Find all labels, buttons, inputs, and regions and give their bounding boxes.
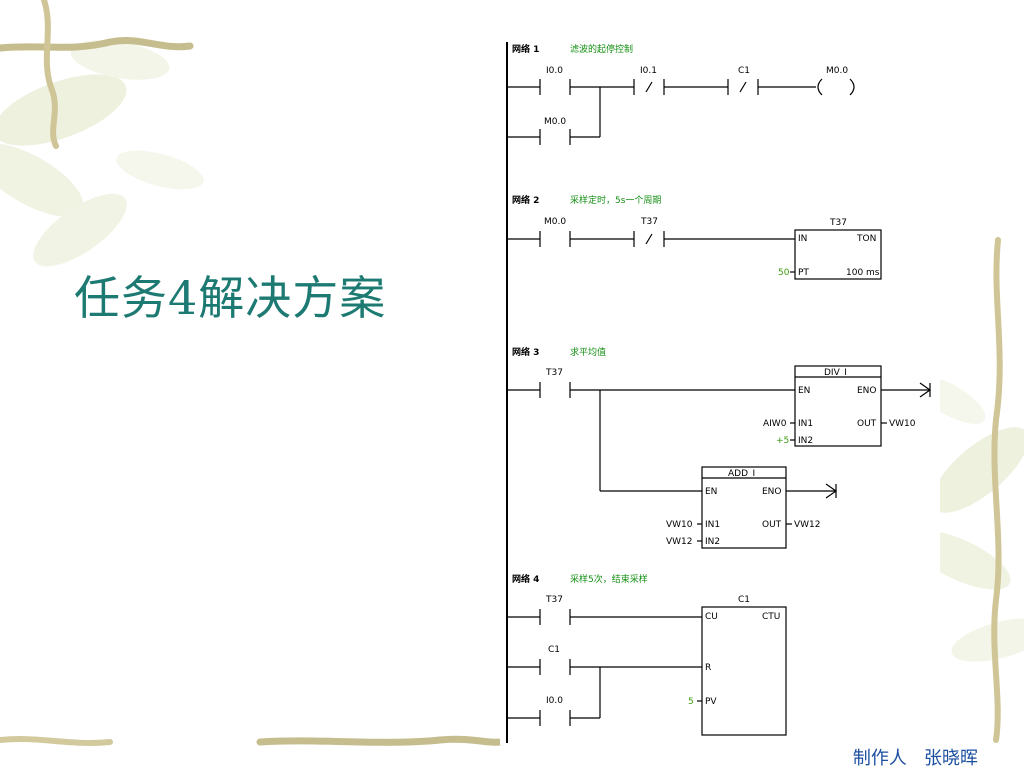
contact-I0.0-label: I0.0 (546, 66, 563, 76)
network-3-comment: 求平均值 (570, 346, 606, 358)
counter-pv-pin: PV (705, 697, 717, 707)
network-4-rung: T37 C1 CU CTU C1 R I0.0 PV 5 (507, 595, 787, 736)
contact-C1-nc (727, 79, 759, 95)
div-in2-value: +5 (776, 436, 789, 446)
add-out-value: VW12 (794, 520, 821, 530)
timer-pt-pin: PT (798, 268, 809, 278)
counter-box-name: C1 (738, 595, 750, 605)
contact-T37-n4 (539, 609, 571, 625)
contact-I0.1-nc (633, 79, 665, 95)
slide-title: 任务4解决方案 (74, 271, 387, 325)
div-out-value: VW10 (889, 419, 916, 429)
coil-M0.0 (817, 78, 855, 96)
timer-pt-value: 50 (778, 268, 790, 278)
add-in1-pin: IN1 (705, 520, 720, 530)
div-in1-value: AIW0 (763, 419, 787, 429)
contact-I0.0-n4-label: I0.0 (546, 696, 563, 706)
footer-author: 制作人 张晓晖 (852, 748, 978, 769)
network-1-rung: I0.0 I0.1 C1 M0.0 M0.0 (507, 66, 855, 145)
add-box-name: ADD_I (728, 469, 755, 479)
counter-pv-value: 5 (688, 697, 694, 707)
vine-right-vertical (991, 237, 1003, 743)
contact-M0.0-parallel-label: M0.0 (544, 117, 566, 127)
contact-M0.0-parallel (539, 129, 571, 145)
contact-T37-nc-n2 (633, 231, 665, 247)
timer-type: TON (856, 234, 876, 244)
leaf-cluster-top-left (0, 40, 204, 267)
contact-M0.0-n2-label: M0.0 (544, 217, 566, 227)
contact-T37-n2-label: T37 (640, 217, 658, 227)
vine-left-vertical (41, 0, 59, 149)
contact-T37-n4-label: T37 (545, 595, 563, 605)
add-eno-pin: ENO (762, 487, 782, 497)
add-box (701, 466, 787, 549)
div-in2-pin: IN2 (798, 436, 813, 446)
timer-box-name: T37 (829, 218, 847, 228)
contact-M0.0-n2 (539, 231, 571, 247)
ladder-diagram: 网络 1 滤波的起停控制 I0.0 I0.1 C1 M0 (506, 42, 932, 743)
counter-r-pin: R (705, 663, 711, 673)
add-in2-value: VW12 (666, 537, 693, 547)
network-4-comment: 采样5次，结束采样 (570, 573, 648, 585)
contact-I0.1-label: I0.1 (640, 66, 657, 76)
div-box (794, 365, 882, 447)
contact-T37-n3-label: T37 (545, 368, 563, 378)
contact-I0.0-n4 (539, 710, 571, 726)
counter-type: CTU (762, 612, 780, 622)
network-2-rung: M0.0 T37 T37 IN TON PT 100 ms 50 (507, 217, 882, 280)
div-box-name: DIV_I (824, 368, 847, 378)
div-eno-pin: ENO (857, 386, 877, 396)
contact-T37-n3 (539, 382, 571, 398)
contact-I0.0 (539, 79, 571, 95)
contact-C1-n4 (539, 659, 571, 675)
contact-C1-n4-label: C1 (548, 645, 560, 655)
network-2-comment: 采样定时，5s一个周期 (570, 194, 661, 206)
div-en-pin: EN (798, 386, 810, 396)
add-in1-value: VW10 (666, 520, 693, 530)
div-out-pin: OUT (857, 419, 877, 429)
coil-M0.0-label: M0.0 (826, 66, 848, 76)
contact-C1-label: C1 (738, 66, 750, 76)
vine-top-left (0, 36, 194, 52)
network-2-label: 网络 2 (512, 194, 539, 206)
timer-resolution: 100 ms (846, 268, 880, 278)
timer-box-T37 (794, 229, 882, 280)
add-in2-pin: IN2 (705, 537, 720, 547)
timer-in-pin: IN (798, 234, 807, 244)
network-3-label: 网络 3 (512, 346, 539, 358)
add-out-pin: OUT (762, 520, 782, 530)
counter-cu-pin: CU (705, 612, 718, 622)
add-en-pin: EN (705, 487, 717, 497)
vine-bottom-left (0, 736, 113, 746)
network-4-label: 网络 4 (512, 573, 539, 585)
network-1-label: 网络 1 (512, 43, 539, 55)
ladder-diagram-panel: 网络 1 滤波的起停控制 I0.0 I0.1 C1 M0 (500, 40, 940, 745)
vine-bottom (256, 735, 504, 746)
counter-box-C1 (701, 606, 787, 736)
network-3-rung: T37 DIV_I EN ENO IN1 AIW0 OUT VW10 IN2 +… (507, 365, 932, 549)
network-1-comment: 滤波的起停控制 (570, 43, 633, 55)
div-in1-pin: IN1 (798, 419, 813, 429)
